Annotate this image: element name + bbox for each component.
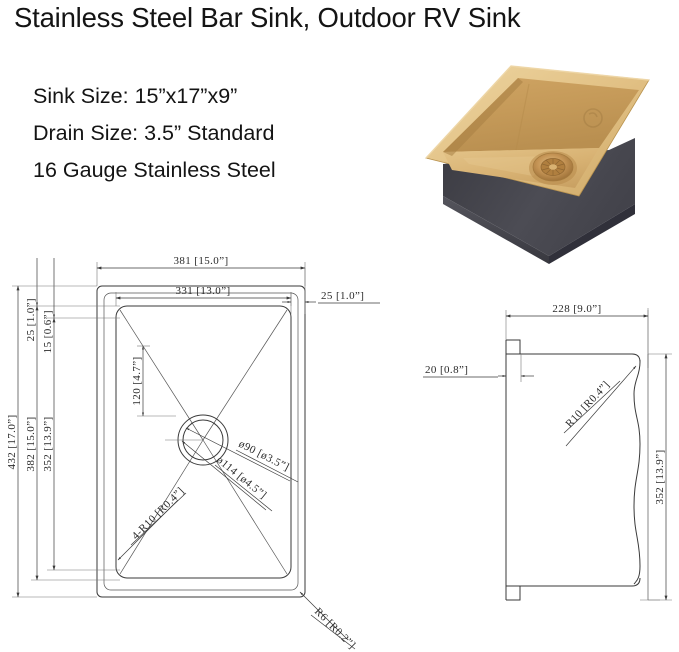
dim-label-overall-width: 381 [15.0”] bbox=[173, 255, 228, 267]
dim-label-corner-radius-outer: R6 [R0.2”] bbox=[312, 606, 358, 652]
dim-corner-radius-inner: 4-R10 [R0.4”] bbox=[117, 485, 187, 561]
dim-label-corner-radius-inner: 4-R10 [R0.4”] bbox=[130, 485, 187, 542]
dim-overall-width: 381 [15.0”] bbox=[96, 255, 306, 286]
product-photo-svg bbox=[425, 65, 650, 264]
dim-label-side-flange: 20 [0.8”] bbox=[425, 364, 468, 376]
dim-rim-offset: 15 [0.6”] bbox=[42, 258, 120, 353]
side-bottom-wall bbox=[520, 577, 641, 587]
dim-drain-offset: 120 [4.7”] bbox=[131, 345, 176, 417]
basin-emboss bbox=[583, 108, 603, 128]
outer-rim-rect bbox=[96, 285, 306, 598]
dim-inner-width: 331 [13.0”] bbox=[115, 285, 292, 306]
bowl-opening-rect bbox=[115, 305, 292, 579]
bowl-slope-lines bbox=[119, 309, 288, 575]
dim-side-depth: 228 [9.0”] bbox=[505, 303, 649, 354]
dim-label-side-corner-radius: R10 [R0.4”] bbox=[563, 379, 612, 430]
dim-corner-radius-outer: R6 [R0.2”] bbox=[299, 591, 358, 652]
product-photo bbox=[403, 38, 671, 270]
dim-overall-height: 432 [17.0”] bbox=[6, 285, 97, 598]
dim-inner-height: 382 [15.0”] bbox=[25, 305, 120, 581]
dim-label-side-height: 352 [13.9”] bbox=[654, 449, 666, 504]
dim-label-inner-height: 382 [15.0”] bbox=[25, 416, 37, 471]
technical-drawings: 381 [15.0”] 331 [13.0”] 25 [1.0”] bbox=[0, 248, 679, 652]
dim-label-bowl-height: 352 [13.9”] bbox=[42, 416, 54, 471]
spec-line-drain-size: Drain Size: 3.5” Standard bbox=[33, 121, 275, 145]
inner-rim-rect bbox=[103, 292, 299, 591]
dim-rim-right: 25 [1.0”] bbox=[282, 268, 380, 314]
dim-side-flange: 20 [0.8”] bbox=[423, 354, 534, 382]
drain-strainer bbox=[529, 151, 577, 185]
side-top-flange bbox=[506, 339, 521, 355]
dim-label-side-depth: 228 [9.0”] bbox=[552, 303, 601, 315]
side-bottom-flange bbox=[506, 585, 521, 601]
dim-label-drain-outer: ø114 [ø4.5”] bbox=[214, 454, 269, 501]
side-right-profile bbox=[633, 361, 641, 585]
dim-side-height: 352 [13.9”] bbox=[648, 353, 672, 601]
side-view-drawing: 228 [9.0”] 20 [0.8”] R10 [R0.4”] bbox=[423, 303, 672, 601]
rim-highlight bbox=[425, 65, 650, 159]
dim-label-rim-right: 25 [1.0”] bbox=[321, 290, 364, 302]
dim-label-overall-height: 432 [17.0”] bbox=[6, 414, 18, 469]
dim-bowl-height: 352 [13.9”] bbox=[42, 317, 120, 571]
spec-line-sink-size: Sink Size: 15”x17”x9” bbox=[33, 84, 238, 108]
dim-label-drain-inner: ø90 [ø3.5”] bbox=[237, 438, 292, 474]
drawings-svg: 381 [15.0”] 331 [13.0”] 25 [1.0”] bbox=[6, 255, 672, 652]
side-top-wall bbox=[520, 353, 641, 363]
spec-line-gauge: 16 Gauge Stainless Steel bbox=[33, 158, 276, 182]
page-title: Stainless Steel Bar Sink, Outdoor RV Sin… bbox=[14, 2, 521, 33]
dim-label-rim-top: 25 [1.0”] bbox=[25, 298, 37, 341]
dim-label-inner-width: 331 [13.0”] bbox=[175, 285, 230, 297]
dim-label-drain-offset: 120 [4.7”] bbox=[131, 356, 143, 405]
dim-rim-top: 25 [1.0”] bbox=[25, 258, 120, 341]
dim-side-corner-radius: R10 [R0.4”] bbox=[563, 365, 637, 447]
spec-list: Sink Size: 15”x17”x9” Drain Size: 3.5” S… bbox=[33, 78, 363, 189]
dim-label-rim-offset: 15 [0.6”] bbox=[42, 310, 54, 353]
top-view-drawing: 381 [15.0”] 331 [13.0”] 25 [1.0”] bbox=[6, 255, 380, 652]
